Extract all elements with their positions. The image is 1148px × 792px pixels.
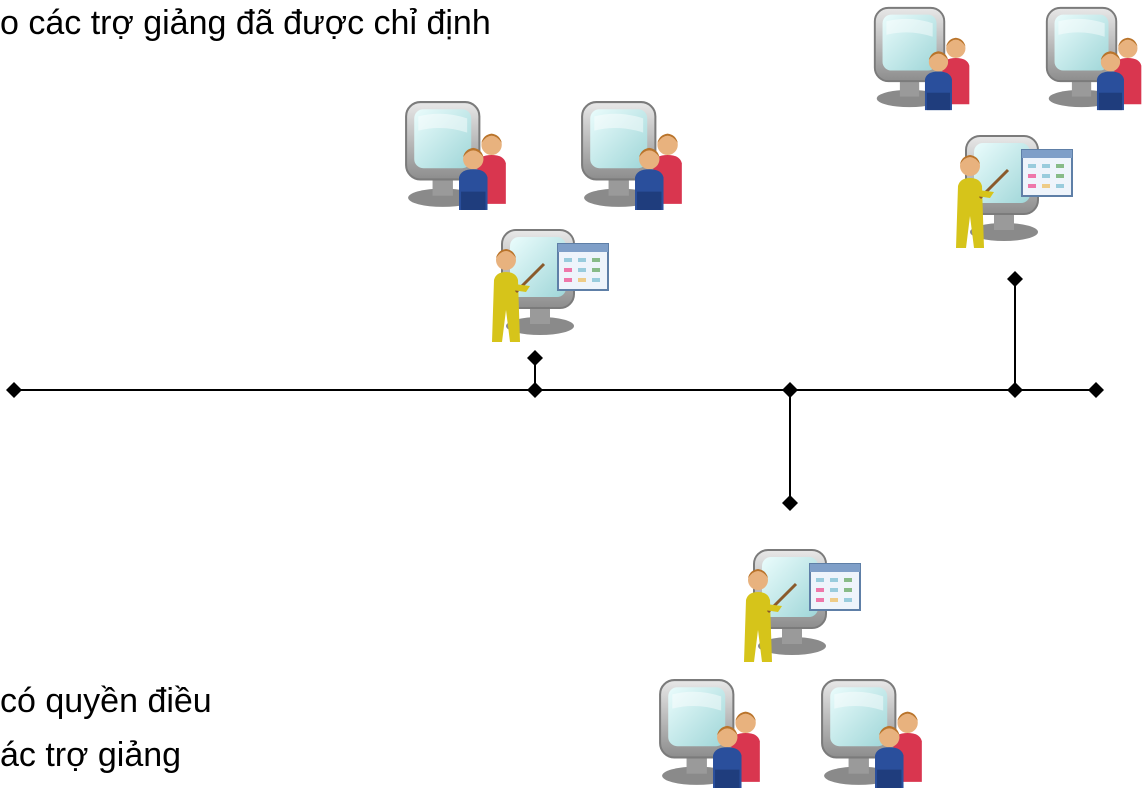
student-computer-icon	[581, 101, 683, 211]
teacher-computer-icon	[954, 134, 1074, 250]
node-diamond-icon	[782, 495, 798, 511]
node-diamond-icon	[1088, 382, 1104, 398]
bottom-caption-line-1: có quyền điều	[0, 682, 212, 720]
node-diamond-icon	[782, 382, 798, 398]
node-diamond-icon	[527, 350, 543, 366]
teacher-computer-icon	[490, 228, 610, 344]
top-caption: o các trợ giảng đã được chỉ định	[0, 4, 491, 42]
node-diamond-icon	[527, 382, 543, 398]
student-computer-icon	[659, 679, 761, 789]
node-diamond-icon	[6, 382, 22, 398]
bottom-caption-line-2: ác trợ giảng	[0, 736, 182, 774]
node-diamond-icon	[1007, 382, 1023, 398]
student-computer-icon	[873, 6, 971, 112]
student-computer-icon	[821, 679, 923, 789]
teacher-computer-icon	[742, 548, 862, 664]
network-bus	[14, 279, 1096, 503]
student-computer-icon	[1045, 6, 1143, 112]
student-computer-icon	[405, 101, 507, 211]
node-diamond-icon	[1007, 271, 1023, 287]
